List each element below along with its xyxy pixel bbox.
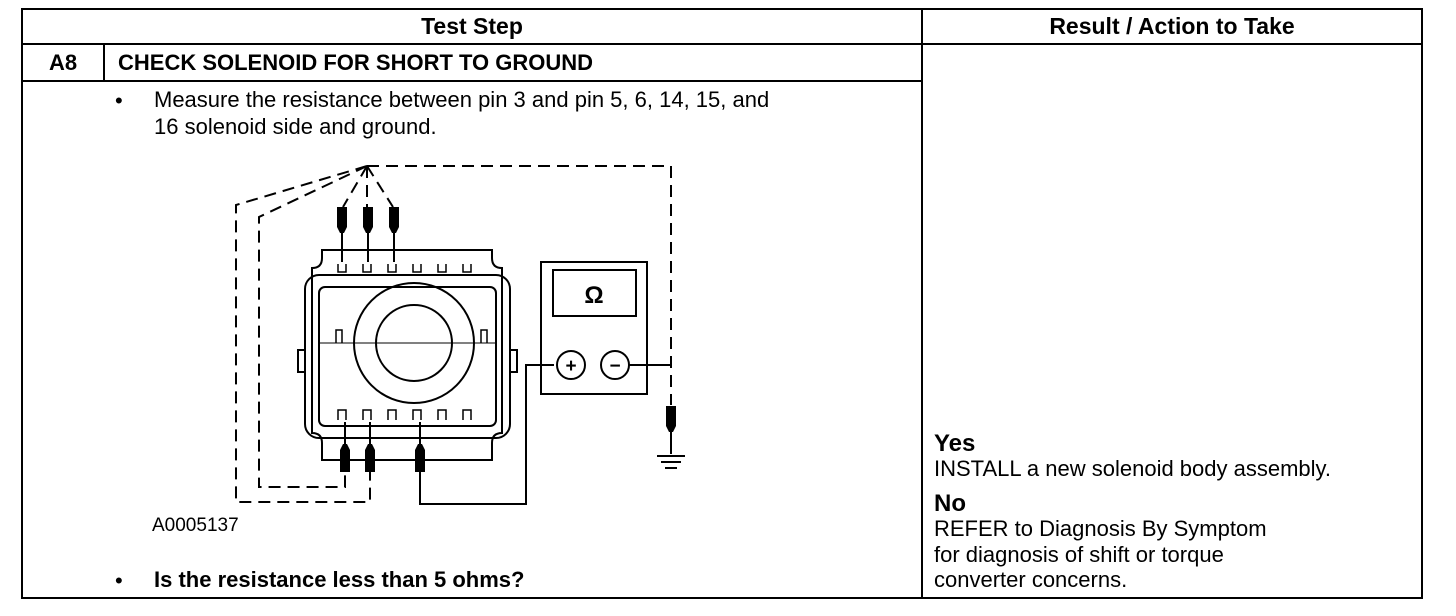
instruction-bullet: •	[115, 88, 123, 113]
header-test-step: Test Step	[421, 13, 523, 39]
instruction-line-2: 16 solenoid side and ground.	[154, 114, 437, 139]
meter-negative-terminal: −	[609, 356, 620, 377]
figure-id: A0005137	[152, 515, 239, 536]
step-title-divider	[21, 80, 923, 82]
question-bullet: •	[115, 568, 123, 593]
step-number: A8	[48, 50, 78, 75]
yes-label: Yes	[934, 430, 976, 457]
table-border-bottom	[21, 597, 1423, 599]
meter-positive-terminal: +	[565, 356, 576, 377]
yes-action: INSTALL a new solenoid body assembly.	[934, 456, 1332, 481]
step-title: CHECK SOLENOID FOR SHORT TO GROUND	[118, 50, 594, 75]
table-border-left	[21, 8, 23, 599]
table-border-right	[1421, 8, 1423, 599]
solenoid-resistance-diagram: Ω + −	[235, 165, 685, 505]
instruction-line-1: Measure the resistance between pin 3 and…	[154, 87, 770, 112]
no-label: No	[934, 490, 966, 517]
no-action-line-1: REFER to Diagnosis By Symptom	[934, 516, 1267, 541]
step-number-divider	[103, 43, 105, 82]
question-text: Is the resistance less than 5 ohms?	[154, 567, 525, 592]
table-border-top	[21, 8, 1423, 10]
meter-ohm-symbol: Ω	[584, 282, 603, 309]
column-divider	[921, 8, 923, 599]
header-result-action: Result / Action to Take	[1049, 13, 1295, 39]
no-action-line-3: converter concerns.	[934, 567, 1128, 592]
no-action-line-2: for diagnosis of shift or torque	[934, 542, 1224, 567]
header-divider	[21, 43, 1423, 45]
